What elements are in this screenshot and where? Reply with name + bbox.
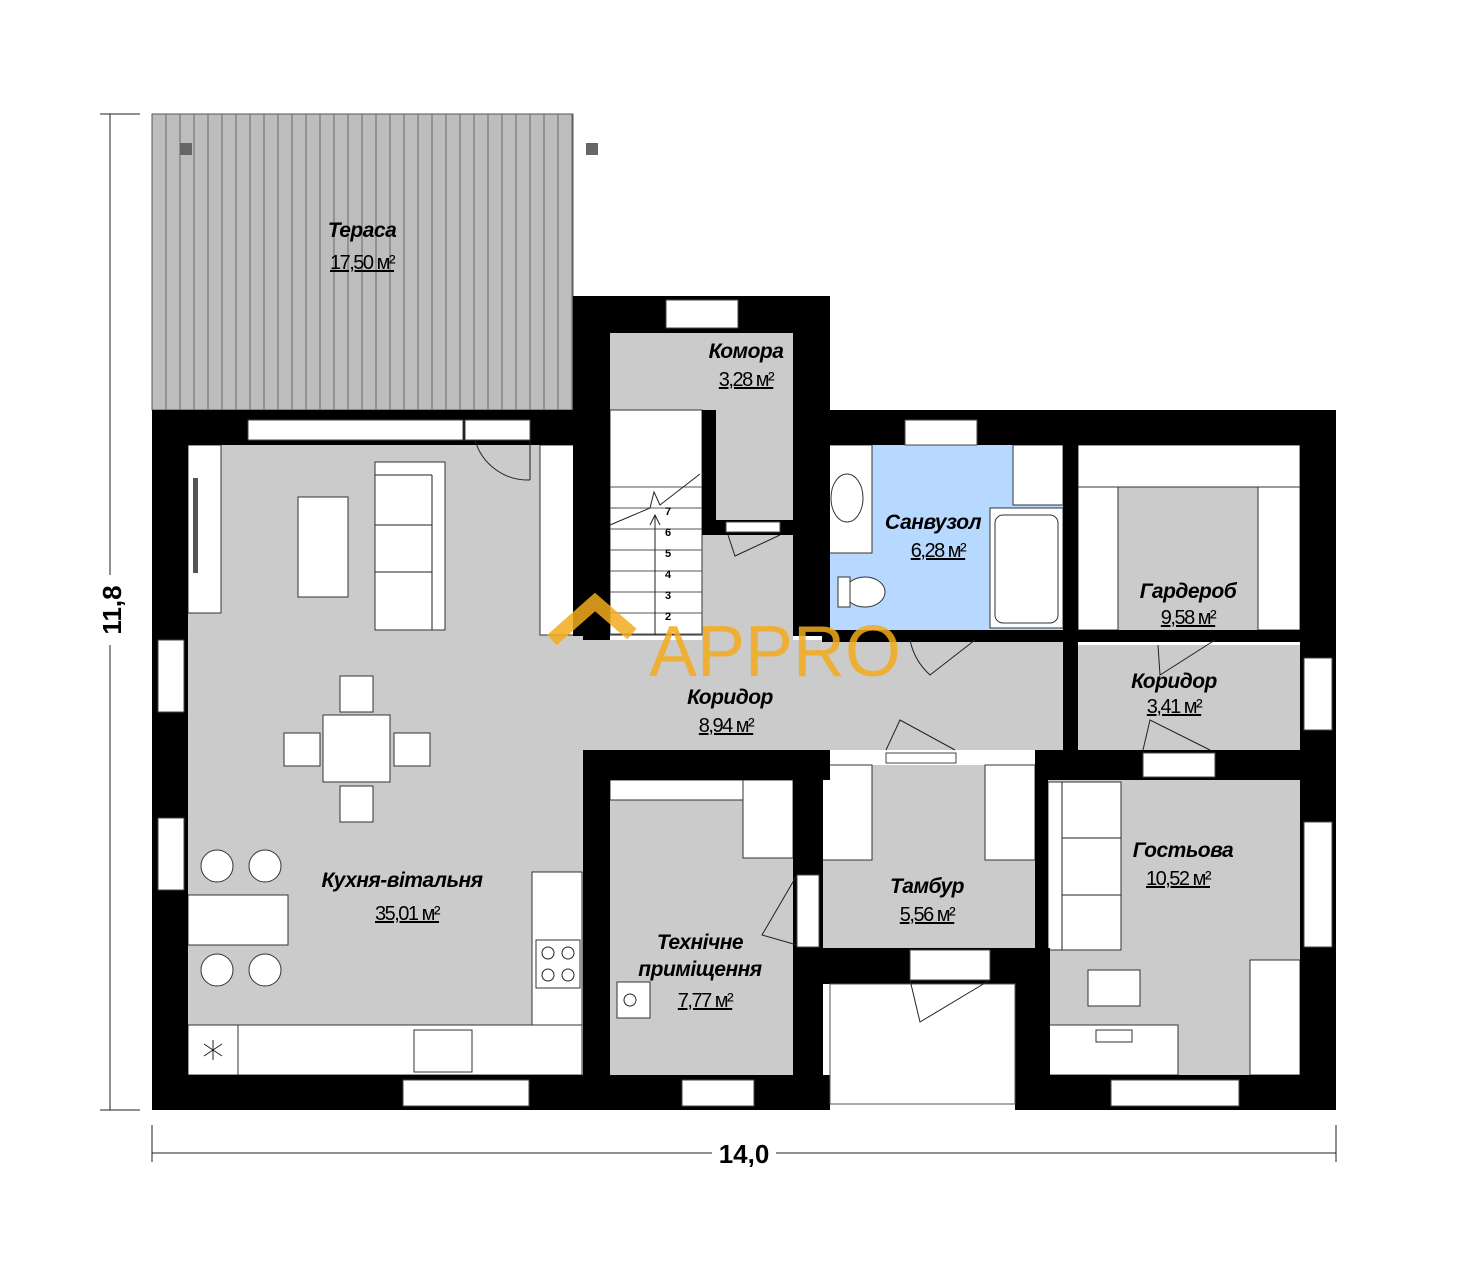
toilet-tank [837, 576, 851, 608]
watermark-text: APPRO [649, 612, 901, 692]
staircase [609, 409, 703, 636]
room-name-vestibule: Тамбур [890, 875, 965, 898]
coat-cabinet [984, 764, 1036, 861]
room-area-bathroom: 6,28 м² [911, 540, 967, 562]
window [157, 639, 185, 713]
guest-wardrobe [1249, 959, 1301, 1076]
bathroom-shelf [1012, 444, 1064, 506]
chair [393, 732, 431, 767]
window [1303, 821, 1333, 948]
room-area-vestibule: 5,56 м² [900, 904, 956, 926]
room-name-pantry: Комора [709, 340, 785, 363]
dimension-width: 14,0 [719, 1139, 770, 1169]
step-number: 4 [665, 569, 672, 581]
room-area-wardrobe: 9,58 м² [1161, 607, 1217, 629]
bar-table [187, 894, 289, 946]
room-name-corridor: Коридор [687, 686, 773, 709]
toilet [844, 576, 886, 608]
armchair [1087, 969, 1141, 1007]
step-number: 3 [665, 590, 671, 602]
boiler [742, 779, 794, 859]
room-name-technical-1: Технічне [657, 931, 744, 954]
sink [413, 1029, 473, 1073]
room-name-wardrobe: Гардероб [1140, 580, 1238, 603]
room-labels: Тераса 17,50 м² Комора 3,28 м² Санвузол … [322, 219, 1239, 1012]
terrace [151, 113, 598, 411]
chair [283, 732, 321, 767]
room-area-corridor-small: 3,41 м² [1147, 696, 1203, 718]
shoe-cabinet [821, 764, 873, 861]
snowflake-icon [203, 1040, 223, 1060]
window [1303, 657, 1333, 731]
window [904, 419, 978, 446]
floor-corridor-small [1078, 645, 1300, 750]
house-roof-icon [547, 592, 637, 646]
wardrobe-right-shelf [1257, 486, 1301, 631]
stool [200, 953, 234, 987]
bathtub-inner [994, 514, 1059, 624]
bed [1047, 781, 1122, 951]
washbasin [830, 473, 864, 523]
openings [157, 299, 1333, 1107]
room-name-kitchen: Кухня-вітальня [322, 869, 483, 892]
stair-numbers: 2 3 4 5 6 7 [665, 506, 672, 623]
room-area-terrace: 17,50 м² [330, 252, 396, 274]
stair-steps [610, 486, 702, 635]
step-number: 2 [665, 611, 671, 623]
room-name-guest: Гостьова [1133, 839, 1234, 862]
entrance-porch [829, 983, 1016, 1105]
stool [200, 849, 234, 883]
dimension-height: 11,8 [97, 585, 127, 634]
coffee-table [297, 496, 349, 598]
room-name-technical-2: приміщення [638, 958, 762, 981]
window [402, 1079, 530, 1107]
room-area-kitchen: 35,01 м² [375, 903, 441, 925]
door-terrace [464, 419, 531, 441]
kitchen-counter-bottom [187, 1024, 583, 1076]
tv [193, 478, 198, 573]
stool [248, 953, 282, 987]
room-name-terrace: Тераса [328, 219, 397, 242]
furniture [187, 409, 1301, 1076]
window [665, 299, 739, 329]
floor-corridor [583, 640, 1063, 750]
chair [339, 785, 374, 823]
tv-stand [187, 444, 222, 614]
chair [339, 675, 374, 713]
room-name-corridor-small: Коридор [1131, 670, 1217, 693]
door-guest [1142, 752, 1216, 778]
stove [535, 939, 581, 989]
terrace-post [180, 143, 192, 155]
monitor [1095, 1029, 1133, 1043]
step-number: 7 [665, 506, 671, 518]
door-technical [796, 874, 820, 948]
door-vestibule [885, 752, 957, 764]
room-area-guest: 10,52 м² [1146, 868, 1212, 890]
dining-table [322, 714, 391, 783]
window [681, 1079, 755, 1107]
wardrobe-top-shelf [1077, 444, 1301, 488]
terrace-post [586, 143, 598, 155]
dimensions: 11,8 14,0 [97, 113, 1337, 1169]
window [157, 817, 185, 891]
entrance-door [909, 949, 991, 981]
terrace-boards [165, 114, 573, 410]
room-area-technical: 7,77 м² [678, 990, 734, 1012]
washing-machine [616, 981, 651, 1019]
door-pantry [725, 521, 781, 533]
room-area-pantry: 3,28 м² [719, 369, 775, 391]
room-name-bathroom: Санвузол [885, 511, 982, 534]
floor-corridor-nook [702, 535, 793, 645]
step-number: 6 [665, 527, 671, 539]
window [1110, 1079, 1240, 1107]
wardrobe-left-shelf [1077, 486, 1119, 631]
sofa [374, 461, 446, 631]
step-number: 5 [665, 548, 671, 560]
window [247, 419, 464, 441]
room-area-corridor: 8,94 м² [699, 715, 755, 737]
appro-watermark: APPRO [547, 592, 901, 692]
stool [248, 849, 282, 883]
